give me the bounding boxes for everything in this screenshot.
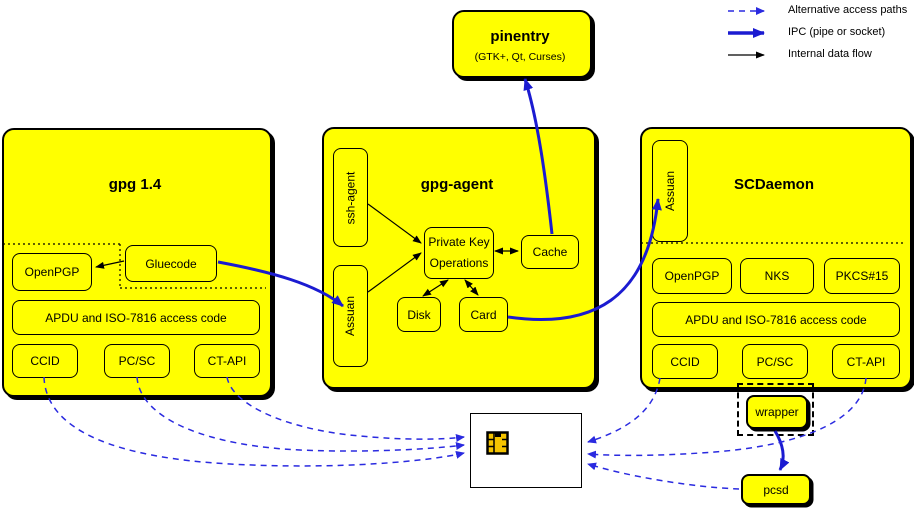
node-card: Card — [459, 297, 508, 332]
wrapper-label: wrapper — [755, 405, 799, 419]
node-pcsc-scd: PC/SC — [742, 344, 808, 379]
pcsd-label: pcsd — [763, 482, 789, 497]
apdu-gpg14-label: APDU and ISO-7816 access code — [45, 310, 227, 325]
node-pkcs15: PKCS#15 — [824, 258, 900, 294]
node-gluecode: Gluecode — [125, 245, 217, 282]
gluecode-label: Gluecode — [145, 256, 197, 271]
apdu-scd-label: APDU and ISO-7816 access code — [685, 312, 867, 327]
ccid-gpg14-label: CCID — [30, 354, 60, 368]
node-assuan-scd: Assuan — [652, 140, 688, 242]
openpgp-gpg14-label: OpenPGP — [24, 265, 80, 279]
pcsc-scd-label: PC/SC — [756, 354, 794, 369]
assuan-scd-label: Assuan — [663, 170, 677, 212]
node-ccid-scd: CCID — [652, 344, 718, 379]
cache-label: Cache — [532, 245, 568, 259]
node-ccid-gpg14: CCID — [12, 344, 78, 378]
node-apdu-gpg14: APDU and ISO-7816 access code — [12, 300, 260, 335]
node-pcsd: pcsd — [741, 474, 811, 505]
ccid-scd-label: CCID — [670, 354, 700, 369]
node-assuan-agent: Assuan — [333, 265, 368, 367]
node-ctapi-gpg14: CT-API — [194, 344, 260, 378]
openpgp-scd-label: OpenPGP — [664, 269, 720, 283]
disk-label: Disk — [407, 307, 431, 322]
legend-item-ipc: IPC (pipe or socket) — [788, 26, 886, 38]
ssh-agent-label: ssh-agent — [343, 171, 358, 224]
assuan-agent-label: Assuan — [343, 295, 358, 337]
pko-line1: Private Key — [428, 235, 490, 249]
node-cache: Cache — [521, 235, 579, 269]
legend-item-alt-paths: Alternative access paths — [788, 4, 908, 16]
node-ssh-agent: ssh-agent — [333, 148, 368, 247]
node-openpgp-gpg14: OpenPGP — [12, 253, 92, 291]
node-ctapi-scd: CT-API — [832, 344, 900, 379]
pinentry-node — [452, 10, 592, 78]
node-apdu-scd: APDU and ISO-7816 access code — [652, 302, 900, 337]
pko-line2: Operations — [429, 256, 489, 270]
node-disk: Disk — [397, 297, 441, 332]
node-pcsc-gpg14: PC/SC — [104, 344, 170, 378]
nks-label: NKS — [764, 269, 790, 283]
node-wrapper: wrapper — [746, 395, 808, 429]
node-openpgp-scd: OpenPGP — [652, 258, 732, 294]
card-label: Card — [470, 307, 497, 322]
node-nks: NKS — [740, 258, 814, 294]
node-private-key-operations: Private Key Operations — [424, 227, 494, 279]
pinentry-subtitle: (GTK+, Qt, Curses) — [474, 51, 566, 63]
ctapi-scd-label: CT-API — [846, 354, 886, 369]
chip-icon — [486, 431, 509, 455]
legend-item-internal: Internal data flow — [788, 48, 872, 60]
pkcs15-label: PKCS#15 — [835, 269, 889, 283]
pcsc-gpg14-label: PC/SC — [118, 354, 156, 368]
ctapi-gpg14-label: CT-API — [207, 354, 247, 368]
smartcard — [470, 413, 582, 488]
